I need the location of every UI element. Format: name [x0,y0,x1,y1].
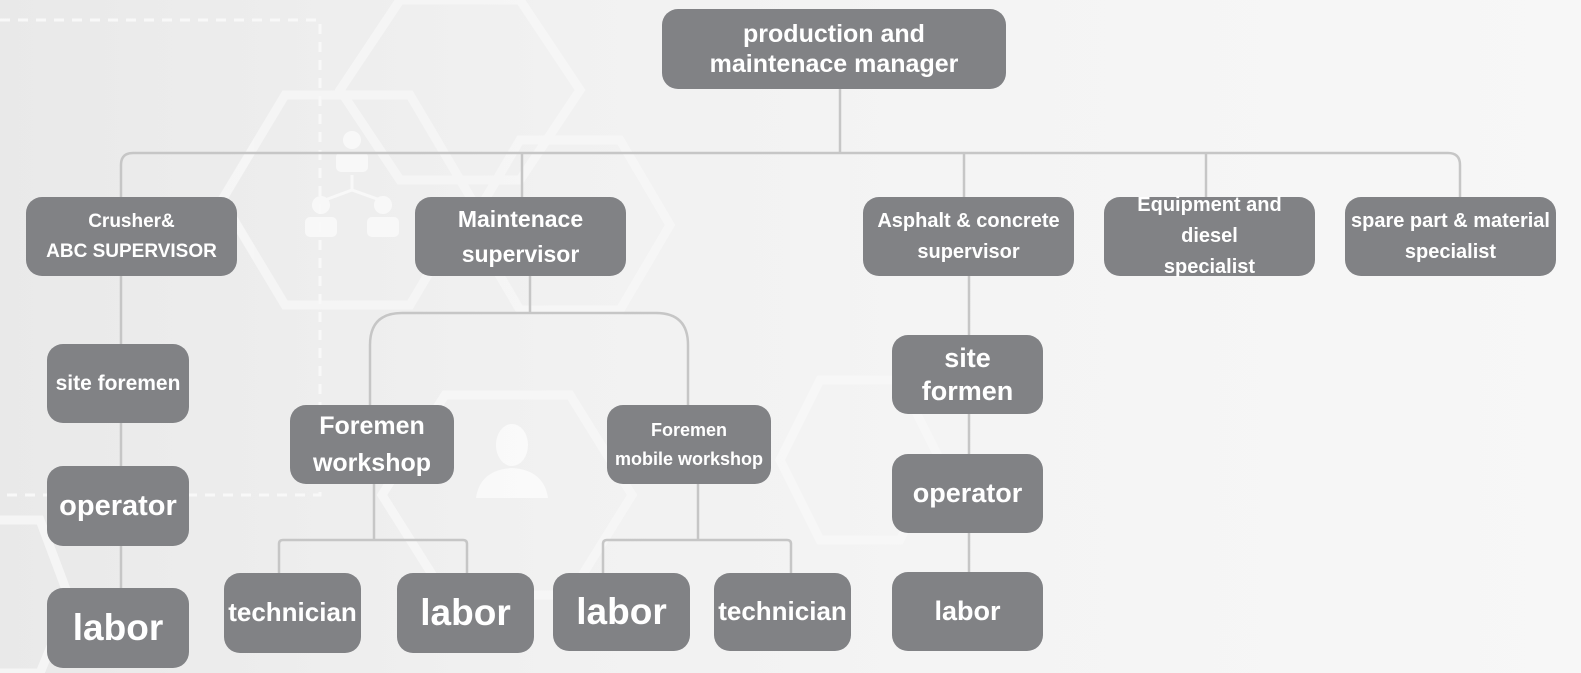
connector [277,538,469,573]
node-operator-crusher: operator [47,466,189,546]
node-crusher-abc-supervisor: Crusher& ABC SUPERVISOR [26,197,237,276]
node-foremen-workshop: Foremen workshop [290,405,454,484]
connector [119,151,1462,197]
node-labor-mobile-workshop: labor [553,573,690,651]
node-labor-crusher: labor [47,588,189,668]
node-foremen-mobile-workshop: Foremen mobile workshop [607,405,771,484]
node-site-foremen: site foremen [47,344,189,423]
node-operator-asphalt: operator [892,454,1043,533]
node-technician-mobile-workshop: technician [714,573,851,651]
team-icon [305,131,399,237]
connector [601,538,793,573]
node-spare-part-material-specialist: spare part & material specialist [1345,197,1556,276]
connector [368,311,690,405]
hexagon-decoration [334,0,586,185]
node-site-formen: site formen [892,335,1043,414]
node-technician-workshop: technician [224,573,361,653]
node-labor-asphalt: labor [892,572,1043,651]
person-icon [476,424,548,498]
node-equipment-diesel-specialist: Equipment and diesel specialist [1104,194,1315,278]
node-asphalt-concrete-supervisor: Asphalt & concrete supervisor [863,197,1074,276]
node-maintenance-supervisor: Maintenace supervisor [415,197,626,276]
node-production-maintenance-manager: production and maintenace manager [662,9,1006,89]
node-labor-workshop: labor [397,573,534,653]
